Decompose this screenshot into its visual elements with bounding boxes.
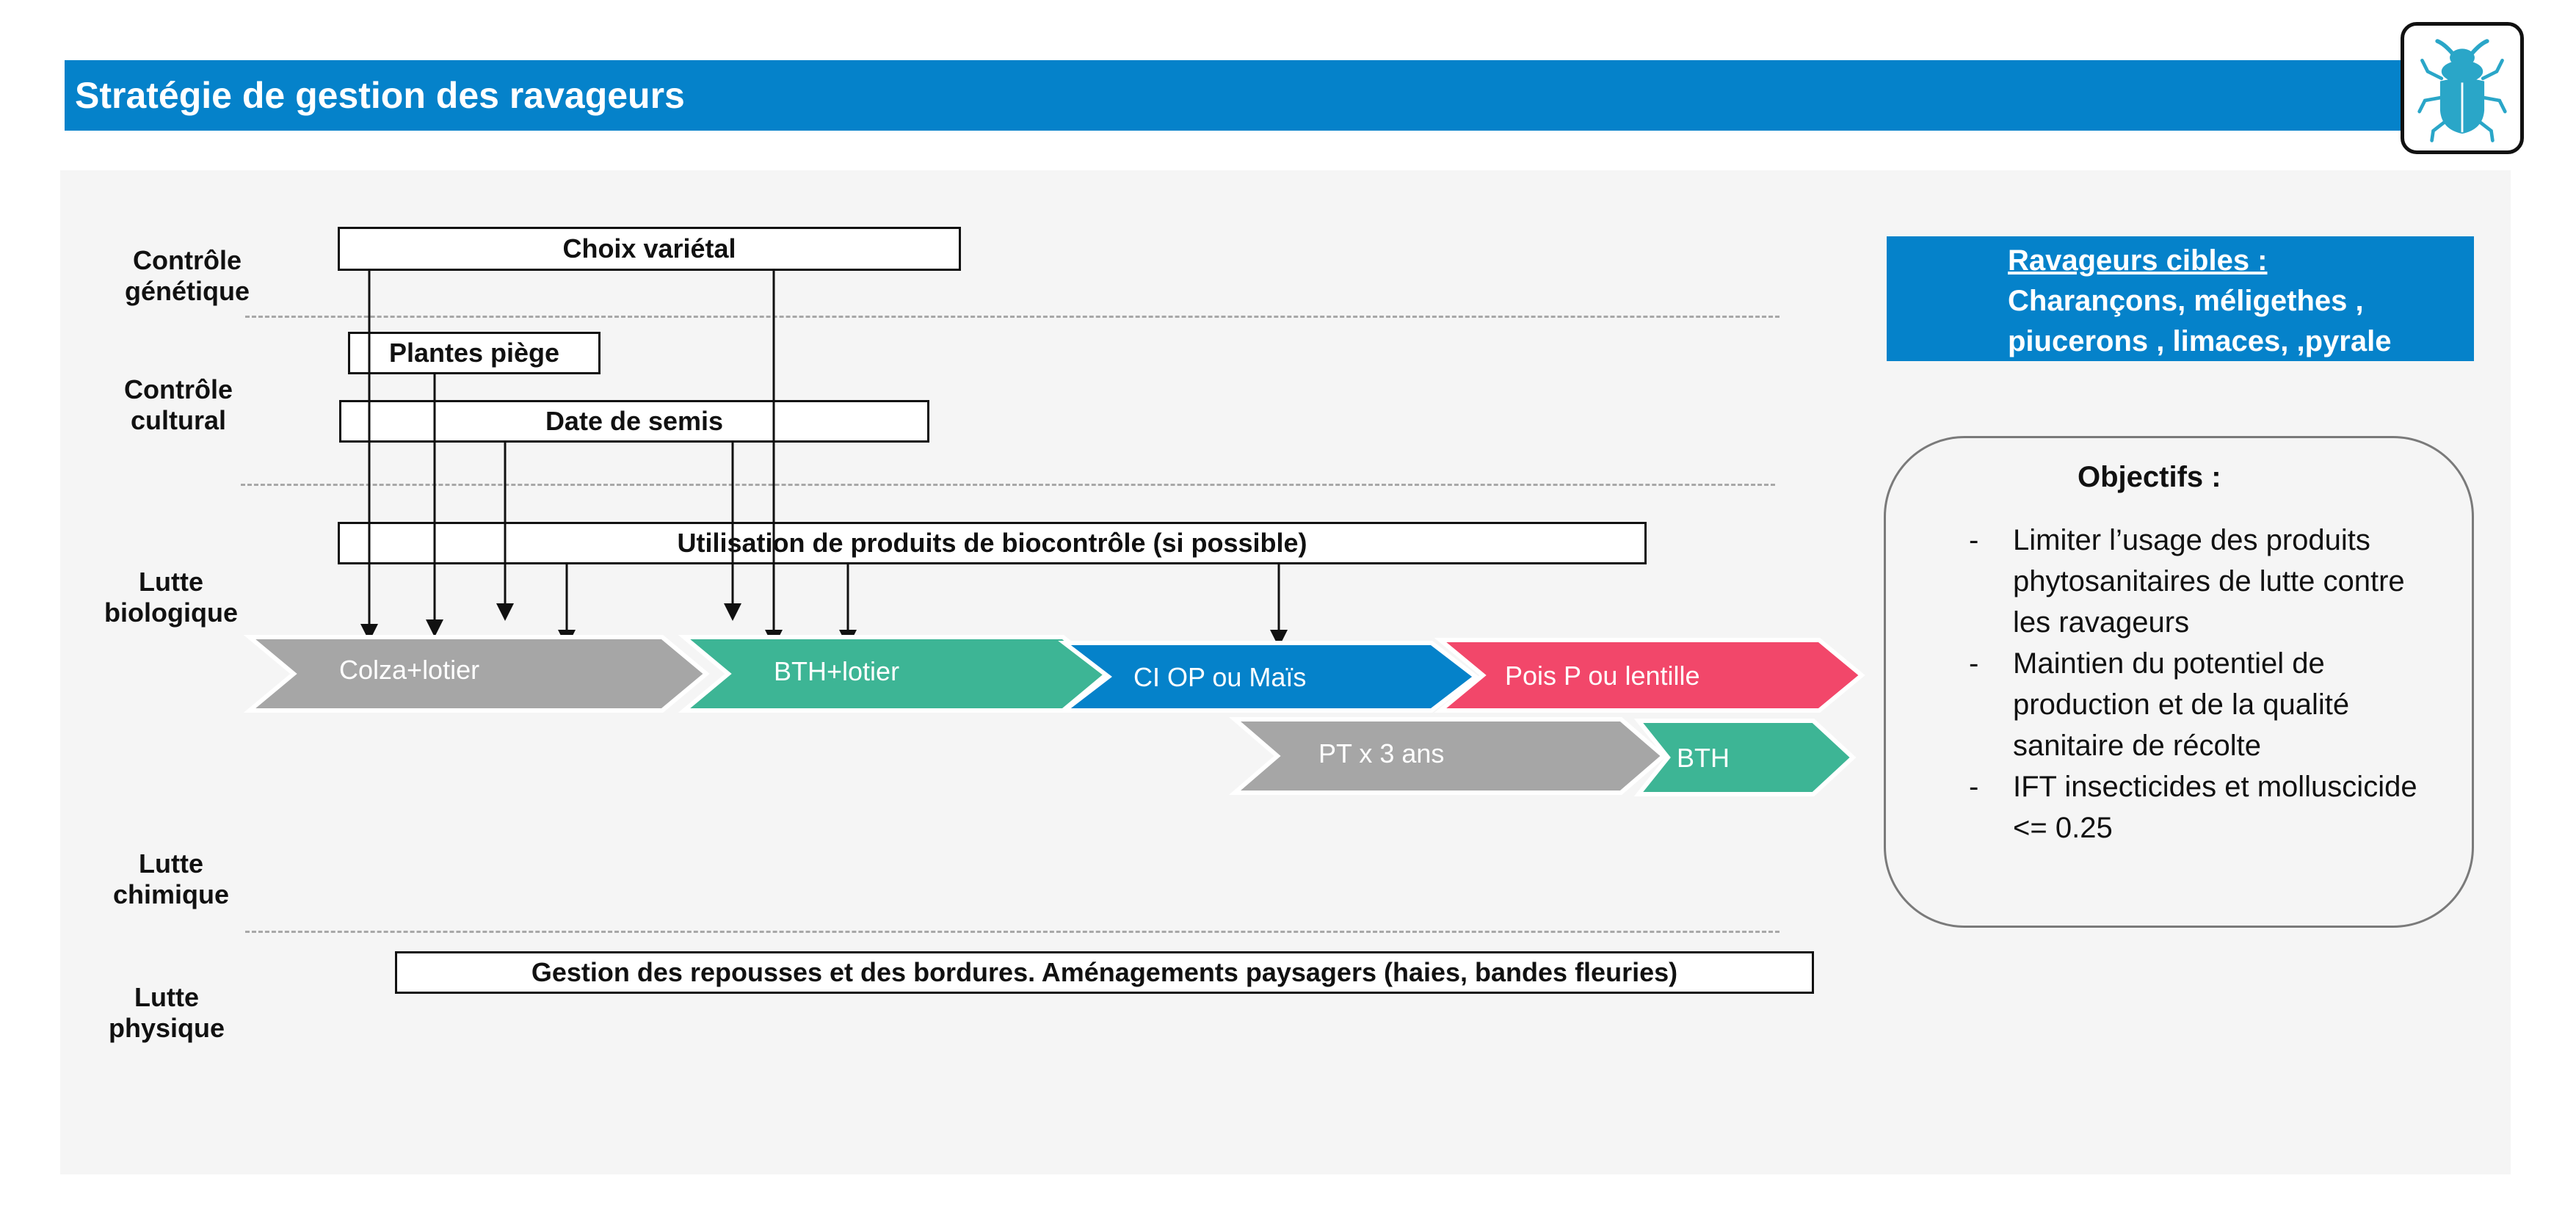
separator-genetic-cultural [245, 316, 1779, 318]
objective-item: IFT insecticides et molluscicide <= 0.25 [1964, 766, 2449, 848]
row-label-physical: Lutte physique [108, 982, 225, 1043]
regrowth-management-box: Gestion des repousses et des bordures. A… [395, 951, 1814, 994]
chevron-ci [1058, 641, 1479, 713]
chevron-pois [1434, 638, 1865, 713]
target-pests-box: Ravageurs cibles : Charançons, méligethe… [1887, 236, 2474, 361]
objectives-list: Limiter l’usage des produits phytosanita… [1964, 520, 2449, 848]
beetle-icon [2401, 22, 2524, 154]
page-title: Stratégie de gestion des ravageurs [65, 60, 2415, 131]
separator-chemical-physical [245, 931, 1779, 933]
objective-item: Limiter l’usage des produits phytosanita… [1964, 520, 2449, 643]
objectives-title: Objectifs : [2078, 461, 2221, 493]
target-pests-line-1: Charançons, méligethes , [2008, 285, 2364, 317]
biocontrol-box: Utilisation de produits de biocontrôle (… [338, 522, 1647, 564]
chevron-label-pt: PT x 3 ans [1318, 738, 1445, 768]
target-pests-title: Ravageurs cibles : [2008, 244, 2268, 277]
separator-cultural-biological [241, 484, 1775, 486]
row-label-chemical: Lutte chimique [112, 848, 230, 909]
chevron-label-pois: Pois P ou lentille [1505, 661, 1700, 691]
target-pests-line-2: piucerons , limaces, ,pyrale [2008, 325, 2392, 357]
sowing-date-box: Date de semis [339, 400, 929, 443]
row-label-cultural: Contrôle cultural [124, 374, 233, 435]
chevron-label-ci: CI OP ou Maïs [1133, 662, 1307, 692]
chevron-colza [243, 635, 710, 713]
chevron-label-colza: Colza+lotier [339, 655, 480, 685]
chevron-label-bth-lotier: BTH+lotier [774, 656, 900, 686]
chevron-label-bth: BTH [1677, 743, 1730, 773]
chevron-bth [1633, 719, 1857, 796]
objective-item: Maintien du potentiel de production et d… [1964, 643, 2449, 766]
beetle-icon-graphic [2417, 39, 2507, 142]
row-label-biological: Lutte biologique [104, 567, 238, 628]
trap-plants-box: Plantes piège [348, 332, 601, 374]
varietal-choice-box: Choix variétal [338, 227, 961, 271]
chevron-pt [1228, 717, 1667, 795]
row-label-genetic: Contrôle génétique [124, 245, 250, 306]
